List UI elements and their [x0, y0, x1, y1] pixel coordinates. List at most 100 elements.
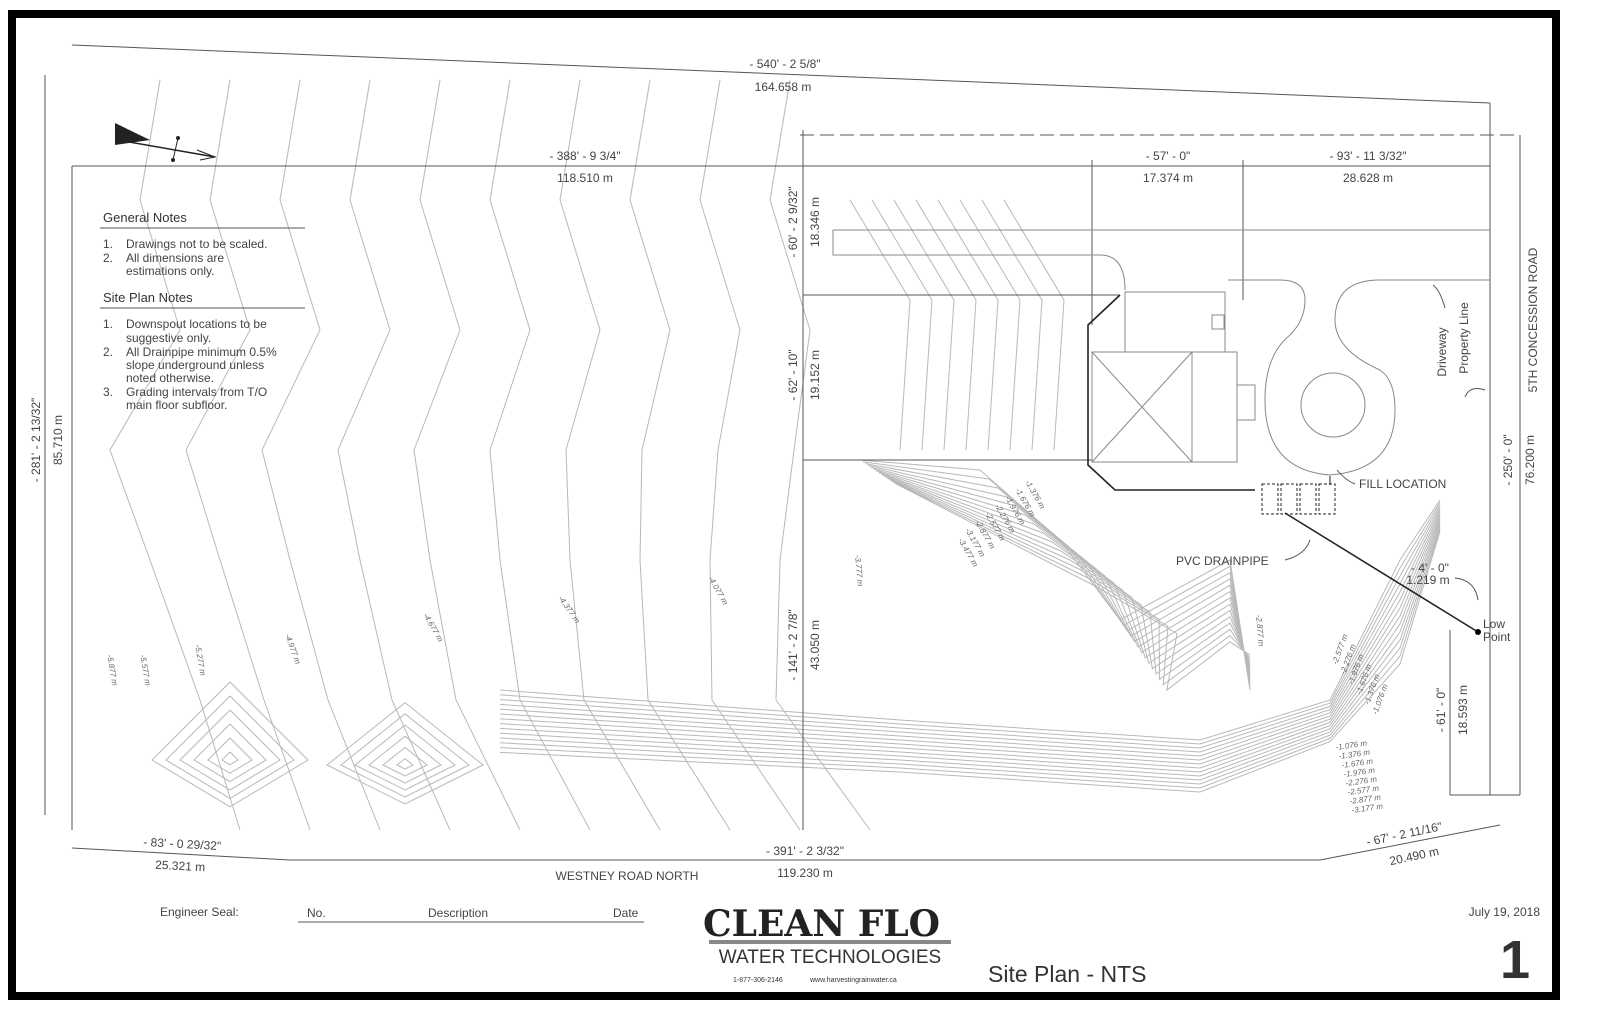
contour-line — [221, 751, 239, 766]
sheet-title: Site Plan - NTS — [988, 961, 1147, 987]
dim-bottom-mid-metric: 119.230 m — [777, 866, 833, 880]
contour-line — [396, 758, 414, 770]
contour-line — [499, 523, 1441, 781]
sheet-border — [8, 10, 1560, 1000]
dim-top-left-imperial: - 388' - 9 3/4" — [549, 149, 620, 163]
property-boundary — [44, 44, 1521, 861]
logo-name: CLEAN FLO — [703, 903, 940, 945]
note-number: 3. — [103, 385, 113, 399]
contour-line — [959, 199, 1021, 451]
contour-line — [878, 472, 1251, 672]
contour-line — [884, 475, 1251, 670]
dim-center-1-metric: 18.346 m — [808, 197, 822, 247]
contour-line — [165, 695, 295, 799]
contour-line — [151, 681, 309, 808]
contour-line — [382, 747, 428, 777]
revision-col-description: Description — [428, 906, 488, 920]
contour-line — [326, 702, 484, 805]
notes-panel: General Notes 1. Drawings not to be scal… — [100, 210, 305, 412]
contour-line — [870, 466, 1251, 680]
revision-col-no: No. — [307, 906, 326, 920]
dim-right-imperial: - 250' - 0" — [1501, 434, 1515, 485]
dim-top-right-metric: 28.628 m — [1343, 171, 1393, 185]
dimension-labels: - 540' - 2 5/8" 164.658 m - 388' - 9 3/4… — [29, 57, 1537, 880]
general-note-2-cont: estimations only. — [126, 264, 214, 278]
contour-line — [894, 482, 1251, 692]
contour-label: -2.276 m — [1345, 775, 1378, 788]
logo-website: www.harvestingrainwater.ca — [809, 977, 897, 984]
contour-line — [368, 735, 442, 784]
contour-label: -2.877 m — [1349, 793, 1382, 806]
sheet-date: July 19, 2018 — [1469, 905, 1541, 919]
contour-lines — [109, 79, 1441, 831]
site-note-2-cont: slope underground unless — [126, 358, 264, 372]
dim-right-metric: 76.200 m — [1523, 435, 1537, 485]
note-number: 2. — [103, 345, 113, 359]
contour-line — [499, 511, 1441, 761]
contour-line — [499, 502, 1441, 745]
contour-line — [873, 468, 1251, 677]
contour-line — [499, 526, 1441, 785]
general-notes-heading: General Notes — [103, 210, 187, 225]
contour-line — [499, 506, 1441, 753]
site-labels: WESTNEY ROAD NORTH 5TH CONCESSION ROAD D… — [556, 247, 1540, 883]
logo-phone: 1-877-306-2146 — [733, 977, 783, 984]
dim-center-2-metric: 19.152 m — [808, 350, 822, 400]
contour-line — [207, 737, 253, 774]
dim-top-left-metric: 118.510 m — [557, 171, 613, 185]
dim-center-1-imperial: - 60' - 2 9/32" — [786, 186, 800, 257]
contour-line — [499, 531, 1441, 793]
contour-line — [109, 79, 241, 831]
site-note-1-cont: suggestive only. — [126, 331, 211, 345]
road-label-westney: WESTNEY ROAD NORTH — [556, 869, 699, 883]
note-number: 1. — [103, 317, 113, 331]
site-note-2-cont: noted otherwise. — [126, 371, 214, 385]
dim-top-total-metric: 164.658 m — [755, 80, 812, 94]
low-point-label: Low — [1483, 617, 1505, 631]
contour-line — [179, 709, 281, 791]
contour-line — [340, 713, 470, 798]
logo-subtitle: WATER TECHNOLOGIES — [719, 947, 941, 968]
fill-location-label: FILL LOCATION — [1359, 477, 1446, 491]
contour-line — [893, 199, 955, 451]
contour-label: -1.676 m — [1341, 757, 1374, 770]
contour-line — [489, 79, 591, 831]
contour-line — [915, 199, 977, 451]
contour-line — [871, 199, 933, 451]
contour-line — [499, 514, 1441, 765]
contour-line — [354, 724, 456, 791]
site-note-3: Grading intervals from T/O — [126, 385, 267, 399]
contour-label: -1.976 m — [1343, 766, 1376, 779]
dim-bottom-mid-imperial: - 391' - 2 3/32" — [766, 844, 844, 858]
contour-line — [629, 79, 731, 831]
sheet-number: 1 — [1500, 930, 1530, 990]
contour-line — [193, 723, 267, 783]
title-block: Engineer Seal: No. Description Date CLEA… — [160, 903, 1540, 990]
contour-line — [261, 79, 381, 831]
general-note-1: Drawings not to be scaled. — [126, 237, 267, 251]
contour-line — [499, 499, 1441, 741]
house-and-driveway — [832, 229, 1490, 476]
general-note-2: All dimensions are — [126, 251, 224, 265]
contour-line — [981, 199, 1043, 451]
driveway-label: Driveway — [1435, 327, 1449, 376]
contour-label: -1.076 m — [1335, 739, 1368, 752]
dim-low-offset-metric: 1.219 m — [1406, 573, 1449, 587]
contour-label: -1.376 m — [1338, 748, 1371, 761]
contour-line — [876, 470, 1251, 674]
contour-line — [865, 463, 1251, 685]
dim-top-total-imperial: - 540' - 2 5/8" — [749, 57, 820, 71]
note-number: 2. — [103, 251, 113, 265]
contour-line — [859, 459, 1251, 691]
contour-line — [559, 79, 661, 831]
contour-line — [413, 79, 521, 831]
site-note-3-cont: main floor subfloor. — [126, 398, 227, 412]
contour-line — [499, 509, 1441, 757]
site-plan-notes-heading: Site Plan Notes — [103, 290, 193, 305]
road-label-concession: 5TH CONCESSION ROAD — [1526, 247, 1540, 392]
contour-line — [499, 521, 1441, 777]
dim-right-low-imperial: - 61' - 0" — [1434, 688, 1448, 733]
pvc-drainpipe-label: PVC DRAINPIPE — [1176, 554, 1269, 568]
dim-center-3-metric: 43.050 m — [808, 620, 822, 670]
